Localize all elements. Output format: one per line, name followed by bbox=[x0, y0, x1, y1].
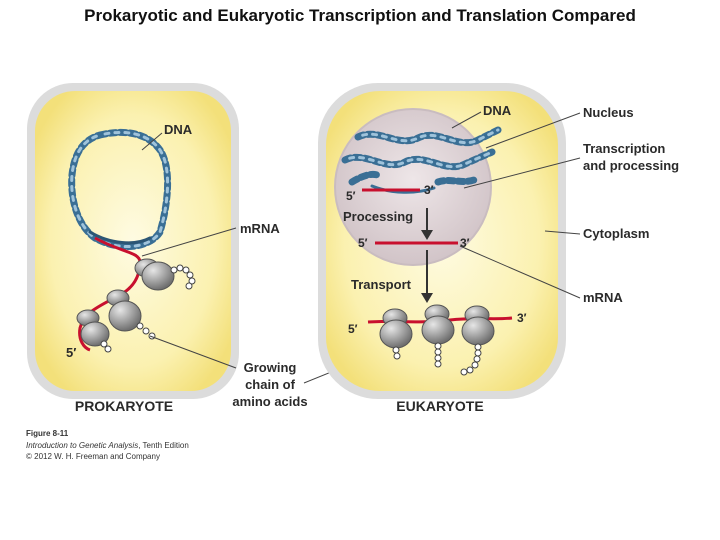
three-prime-label: 3′ bbox=[517, 311, 527, 325]
transport-label: Transport bbox=[351, 277, 412, 292]
five-prime-label: 5′ bbox=[348, 322, 358, 336]
growing-chain-label: chain of bbox=[245, 377, 296, 392]
processing-arrow bbox=[421, 208, 433, 240]
eukaryote-ribosome bbox=[461, 305, 495, 346]
eukaryote-dna bbox=[341, 126, 502, 194]
copyright: © 2012 W. H. Freeman and Company bbox=[26, 452, 160, 461]
processing-label: Processing bbox=[343, 209, 413, 224]
eukaryote-title: EUKARYOTE bbox=[396, 398, 483, 414]
nucleus-label: Nucleus bbox=[583, 105, 634, 120]
leader-line bbox=[485, 112, 581, 149]
five-prime-label: 5′ bbox=[358, 236, 368, 250]
nucleus bbox=[334, 108, 492, 266]
prokaryote-dna-label: DNA bbox=[164, 122, 193, 137]
book-title: Introduction to Genetic Analysis bbox=[26, 441, 138, 450]
prokaryote-five-prime-label: 5′ bbox=[66, 345, 76, 360]
leader-line bbox=[459, 245, 581, 299]
prokaryote-ribosome bbox=[106, 289, 142, 332]
three-prime-label: 3′ bbox=[460, 236, 470, 250]
transcription-label: and processing bbox=[583, 158, 679, 173]
eukaryote-mrna-label: mRNA bbox=[583, 290, 623, 305]
prokaryote-mrna-label: mRNA bbox=[240, 221, 280, 236]
eukaryote-dna-label: DNA bbox=[483, 103, 512, 118]
amino-acid-chain bbox=[100, 340, 112, 353]
amino-acid-chain bbox=[392, 346, 401, 360]
growing-chain-label: amino acids bbox=[232, 394, 307, 409]
five-prime-label: 5′ bbox=[346, 189, 356, 203]
eukaryote-ribosome bbox=[421, 304, 455, 345]
transport-arrow bbox=[421, 250, 433, 303]
amino-acid-chain bbox=[136, 322, 156, 340]
prokaryote-ribosome bbox=[134, 258, 175, 291]
prokaryote-dna-loop bbox=[68, 128, 171, 251]
book-edition: , Tenth Edition bbox=[138, 441, 189, 450]
leader-line bbox=[544, 230, 581, 235]
book-credit: Introduction to Genetic Analysis, Tenth … bbox=[26, 441, 189, 450]
amino-acid-chain bbox=[170, 264, 196, 290]
page-title: Prokaryotic and Eukaryotic Transcription… bbox=[84, 6, 636, 25]
amino-acid-chain bbox=[460, 343, 482, 376]
prokaryote-ribosome bbox=[76, 309, 110, 347]
leader-line bbox=[141, 227, 237, 257]
amino-acid-chain bbox=[434, 342, 442, 368]
prokaryote-title: PROKARYOTE bbox=[75, 398, 173, 414]
cytoplasm-label: Cytoplasm bbox=[583, 226, 649, 241]
leader-line bbox=[149, 335, 237, 369]
three-prime-label: 3′ bbox=[424, 183, 434, 197]
transcription-label: Transcription bbox=[583, 141, 665, 156]
figure-number: Figure 8-11 bbox=[26, 429, 69, 438]
growing-chain-label: Growing bbox=[244, 360, 297, 375]
eukaryote-ribosome bbox=[379, 308, 413, 349]
leader-line bbox=[451, 111, 482, 129]
leader-line bbox=[463, 157, 581, 189]
leader-line bbox=[141, 132, 163, 151]
